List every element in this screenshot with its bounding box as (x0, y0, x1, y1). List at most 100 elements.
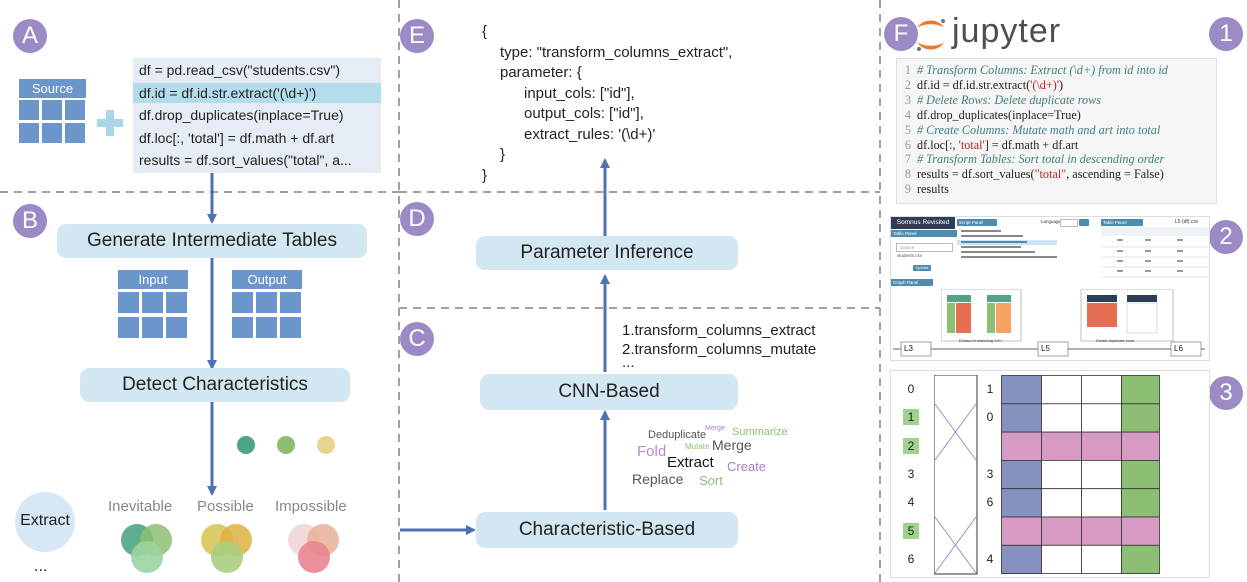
code-line: df.drop_duplicates(inplace=True) (139, 107, 344, 123)
grid-cell (1121, 544, 1160, 575)
code-line: df.loc[:, 'total'] = df.math + df.art (139, 129, 335, 146)
candidate-1: 1.transform_columns_extract (622, 322, 816, 339)
row-mapping-panel (890, 370, 1210, 578)
notebook-line: 3# Delete Rows: Delete duplicate rows (897, 93, 1216, 108)
grid-cell (1121, 431, 1160, 461)
mini-graph-tables (941, 289, 1174, 342)
code-block: df = pd.read_csv("students.csv")df.id = … (133, 58, 381, 173)
grid-cell (1121, 460, 1160, 490)
grid-cell (1121, 375, 1160, 405)
left-row-index: 5 (902, 522, 920, 539)
right-row-index: 6 (986, 495, 994, 510)
grid-cell (1041, 516, 1082, 546)
grid-cell (1041, 460, 1082, 490)
code-text: results = df.sort_values( (917, 167, 1035, 182)
somnus-screenshot: Somnus Revisited Table Panel Source stud… (890, 216, 1210, 361)
notebook-cell: 1# Transform Columns: Extract (\d+) from… (896, 58, 1217, 204)
candidate-2: 2.transform_columns_mutate (622, 341, 817, 358)
inevitable-venn (121, 524, 172, 573)
generate-intermediate-tables-box: Generate Intermediate Tables (57, 224, 367, 258)
line-number: 9 (904, 182, 911, 197)
mini-upload-button[interactable]: Upload (913, 265, 931, 271)
right-row-index: 1 (986, 382, 994, 396)
code-string: "total" (1034, 167, 1067, 182)
grid-cell (1001, 460, 1042, 490)
candidate-ellipsis: ... (622, 354, 635, 371)
mini-run-button[interactable] (1079, 219, 1089, 226)
mini-language-select[interactable] (1060, 219, 1078, 227)
code-line: df.id = df.id.str.extract('(\d+)') (133, 82, 381, 103)
input-table-header: Input (118, 270, 188, 289)
code-string: 'total' (958, 137, 985, 152)
jupyter-wordmark: jupyter (952, 12, 1062, 50)
dot-green (277, 436, 295, 454)
grid-cell (1001, 516, 1042, 546)
left-row-index: 4 (907, 495, 915, 510)
grid-cell (1081, 375, 1122, 405)
notebook-line: 4 df.drop_duplicates(inplace=True) (897, 108, 1216, 123)
word-deduplicate: Deduplicate (648, 429, 707, 441)
code-comment: # Transform Columns: Extract (\d+) from … (917, 63, 1168, 77)
extract-ellipsis: ... (34, 558, 48, 575)
left-row-index: 0 (907, 382, 915, 397)
word-sort: Sort (699, 473, 723, 488)
mini-lineage-l5: L5 (1041, 344, 1050, 353)
code-text: df.drop_duplicates(inplace=True) (917, 107, 1081, 122)
grid-cell (1081, 488, 1122, 518)
left-row-index: 2 (902, 437, 920, 454)
right-row-index (980, 432, 1000, 460)
source-table-header: Source (19, 79, 86, 98)
panel-label-e: E (400, 19, 434, 53)
inevitable-label: Inevitable (108, 498, 173, 515)
code-text: ) (1059, 77, 1064, 92)
code-text: df.loc[:, (917, 137, 959, 152)
grid-cell (1041, 488, 1082, 518)
code-line: results = df.sort_values("total", a... (139, 152, 352, 168)
mini-source-input[interactable]: Source (896, 243, 953, 252)
json-line: type: "transform_columns_extract", (500, 43, 733, 61)
grid-cell (1081, 431, 1122, 461)
mini-language-label: Language (1041, 219, 1062, 224)
line-number: 8 (904, 167, 911, 182)
json-line: input_cols: ["id"], (524, 84, 635, 102)
notebook-line: 8 results = df.sort_values("total", ascen… (897, 167, 1216, 182)
grid-cell (1041, 403, 1082, 433)
notebook-line: 5# Create Columns: Mutate math and art i… (897, 123, 1216, 138)
mini-caption-extract: Extract id matching \\d+/ (959, 338, 1003, 343)
mini-script-panel: Script Panel (957, 219, 997, 226)
panel-label-f: F (884, 17, 918, 51)
characteristic-dots (237, 436, 335, 454)
code-text: , ascending = False) (1066, 167, 1164, 182)
mini-code-lines (957, 230, 1057, 258)
extract-label: Extract (20, 512, 70, 529)
mini-table-panel-left: Table Panel (891, 230, 957, 237)
json-line: parameter: { (500, 64, 582, 81)
mini-caption-delete: Delete duplicate rows (1096, 338, 1135, 343)
line-number: 2 (904, 77, 911, 92)
badge-1: 1 (1209, 17, 1243, 51)
right-row-index: 3 (986, 466, 994, 481)
possible-venn (201, 524, 252, 573)
row-mapping-grid (1001, 375, 1160, 575)
mini-lineage-l3: L3 (904, 344, 913, 353)
plus-icon (97, 110, 123, 136)
panel-label-a: A (13, 19, 47, 53)
row-link-box (934, 375, 978, 575)
panel-label-b: B (13, 204, 47, 238)
dot-teal (237, 436, 255, 454)
right-row-index (980, 517, 1000, 545)
badge-2: 2 (1209, 220, 1243, 254)
code-string: '(\d+)' (1030, 77, 1060, 92)
json-parameters: {type: "transform_columns_extract",param… (482, 22, 732, 186)
word-merge-small: Merge (705, 425, 725, 432)
grid-cell (1081, 403, 1122, 433)
grid-cell (1121, 516, 1160, 546)
json-line: output_cols: ["id"], (524, 105, 644, 122)
line-number: 4 (904, 107, 911, 122)
right-row-index: 4 (986, 551, 994, 566)
